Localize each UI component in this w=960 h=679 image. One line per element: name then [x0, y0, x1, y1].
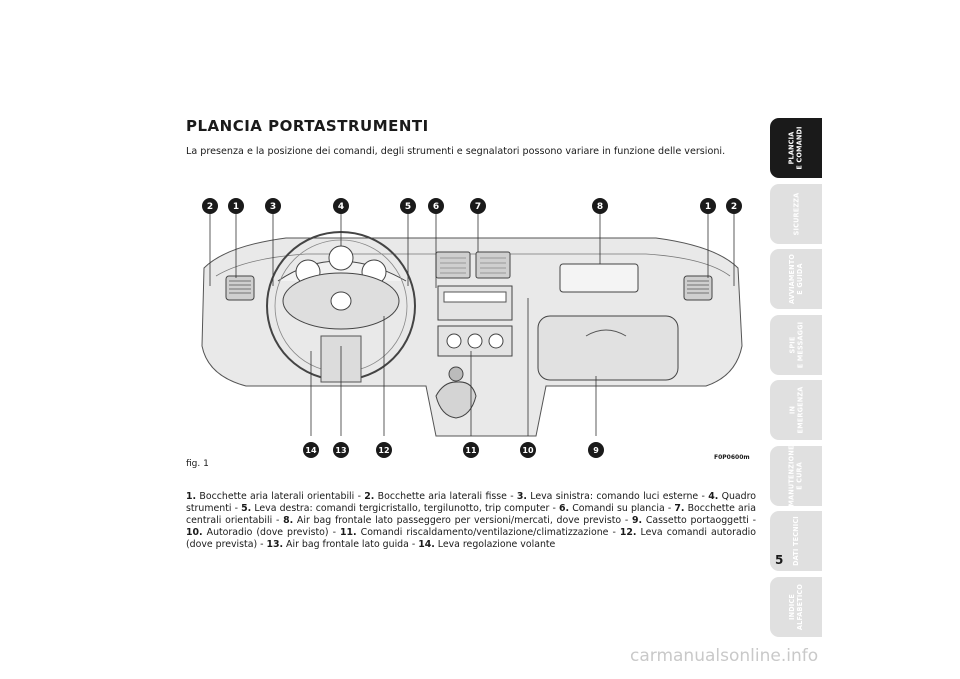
callout-12 — [376, 442, 392, 458]
callout-text: 2 — [207, 202, 213, 212]
callout-6 — [428, 198, 444, 214]
callout-text: 3 — [270, 202, 276, 212]
caption-text: Leva comandi autoradio (dove prevista) - — [186, 527, 756, 551]
tab-spie-e-messaggi[interactable]: SPIE E MESSAGGI — [770, 314, 822, 375]
caption-num: 4. — [708, 491, 719, 502]
callout-5 — [400, 198, 416, 214]
page-subtitle: La presenza e la posizione dei comandi, … — [186, 146, 726, 157]
caption-text: Cassetto portaoggetti - — [642, 515, 756, 527]
caption-num: 7. — [674, 503, 685, 515]
caption-text: Leva destra: comandi tergicristallo, ter… — [251, 503, 560, 515]
callout-7 — [470, 198, 486, 214]
page-title: PLANCIA PORTASTRUMENTI — [186, 117, 429, 135]
page-number: 5 — [775, 553, 784, 567]
tab-label: AVVIAMENTO E GUIDA — [786, 253, 804, 305]
caption-text: Comandi riscaldamento/ventilazione/clima… — [356, 527, 620, 539]
tab-label: PLANCIA E COMANDI — [787, 126, 804, 170]
caption-num: 3. — [516, 491, 527, 502]
caption-num: 12. — [619, 527, 637, 539]
caption-num: 6. — [559, 503, 570, 515]
callout-text: 5 — [405, 202, 411, 212]
callout-11 — [463, 442, 479, 458]
tab-label: DATI TECNICI — [790, 516, 800, 566]
callout-text: 13 — [335, 446, 346, 455]
callout-text: 8 — [597, 202, 603, 212]
caption-num: 11. — [340, 527, 357, 539]
callout-14 — [303, 442, 319, 458]
tab-plancia-e-comandi[interactable]: PLANCIA E COMANDI — [770, 118, 822, 178]
caption-num: 8. — [283, 515, 294, 527]
tab-dati-tecnici[interactable]: DATI TECNICI — [770, 511, 822, 571]
caption-num: 13. — [266, 539, 284, 551]
callout-3 — [265, 198, 281, 214]
caption-num: 2. — [364, 491, 375, 502]
callout-text: 14 — [305, 446, 317, 455]
caption-num: 14. — [418, 539, 435, 551]
callout-text: 6 — [433, 202, 439, 212]
caption-num: 5. — [241, 503, 252, 515]
tab-label: SPIE E MESSAGGI — [786, 321, 804, 368]
caption-text: Quadro strumenti - — [186, 491, 756, 515]
tab-indice-alfabetico[interactable]: INDICE ALFABETICO — [770, 576, 822, 637]
callout-text: 1 — [233, 202, 239, 212]
callout-1-right — [700, 198, 716, 214]
caption-text: Leva regolazione volante — [434, 539, 556, 551]
caption-text: Air bag frontale lato guida - — [283, 539, 419, 551]
callout-text: 2 — [731, 202, 737, 212]
callout-9 — [588, 442, 604, 458]
callout-text: 10 — [522, 446, 534, 455]
callout-2-right — [726, 198, 742, 214]
figure-label: fig. 1 — [186, 459, 209, 469]
caption-text: Bocchette aria laterali fisse - — [374, 491, 517, 502]
tab-label: SICUREZZA — [790, 192, 800, 235]
tab-label: INDICE ALFABETICO — [787, 583, 804, 630]
figure-caption: 1. Bocchette aria laterali orientabili -… — [186, 491, 756, 551]
callout-text: 12 — [378, 446, 389, 455]
caption-text: Bocchette aria laterali orientabili - — [196, 491, 365, 502]
callout-1-left — [228, 198, 244, 214]
callout-text: 11 — [465, 446, 477, 455]
dashboard-figure: 2 1 3 4 5 6 7 8 1 2 14 13 12 11 10 9 — [186, 186, 756, 472]
callout-8 — [592, 198, 608, 214]
tab-in-emergenza[interactable]: IN EMERGENZA — [770, 380, 822, 440]
tab-manutenzione-e-cura[interactable]: MANUTENZIONE E CURA — [770, 444, 822, 507]
caption-num: 9. — [632, 515, 643, 527]
watermark: carmanualsonline.info — [630, 646, 819, 666]
caption-text: Leva sinistra: comando luci esterne - — [526, 491, 709, 502]
caption-num: 10. — [186, 527, 203, 539]
tab-label: IN EMERGENZA — [786, 386, 804, 434]
callout-text: 7 — [475, 202, 481, 212]
caption-text: Air bag frontale lato passeggero per ver… — [293, 515, 633, 527]
callout-10 — [520, 442, 536, 458]
callout-13 — [333, 442, 349, 458]
caption-num: 1. — [186, 491, 197, 502]
caption-text: Autoradio (dove previsto) - — [202, 527, 340, 539]
callout-text: 4 — [338, 202, 344, 212]
callout-4 — [333, 198, 349, 214]
callout-text: 9 — [593, 446, 599, 455]
tab-sicurezza[interactable]: SICUREZZA — [770, 183, 822, 244]
tab-avviamento-e-guida[interactable]: AVVIAMENTO E GUIDA — [770, 249, 822, 309]
chapter-tabs: PLANCIA E COMANDI SICUREZZA AVVIAMENTO E… — [770, 118, 822, 642]
caption-text: Comandi su plancia - — [569, 503, 675, 515]
callout-2-left — [202, 198, 218, 214]
tab-label: MANUTENZIONE E CURA — [787, 444, 805, 507]
caption-text: Bocchette aria centrali orientabili - — [186, 503, 757, 527]
figure-code: F0P0600m — [714, 454, 750, 461]
callout-text: 1 — [705, 202, 711, 212]
